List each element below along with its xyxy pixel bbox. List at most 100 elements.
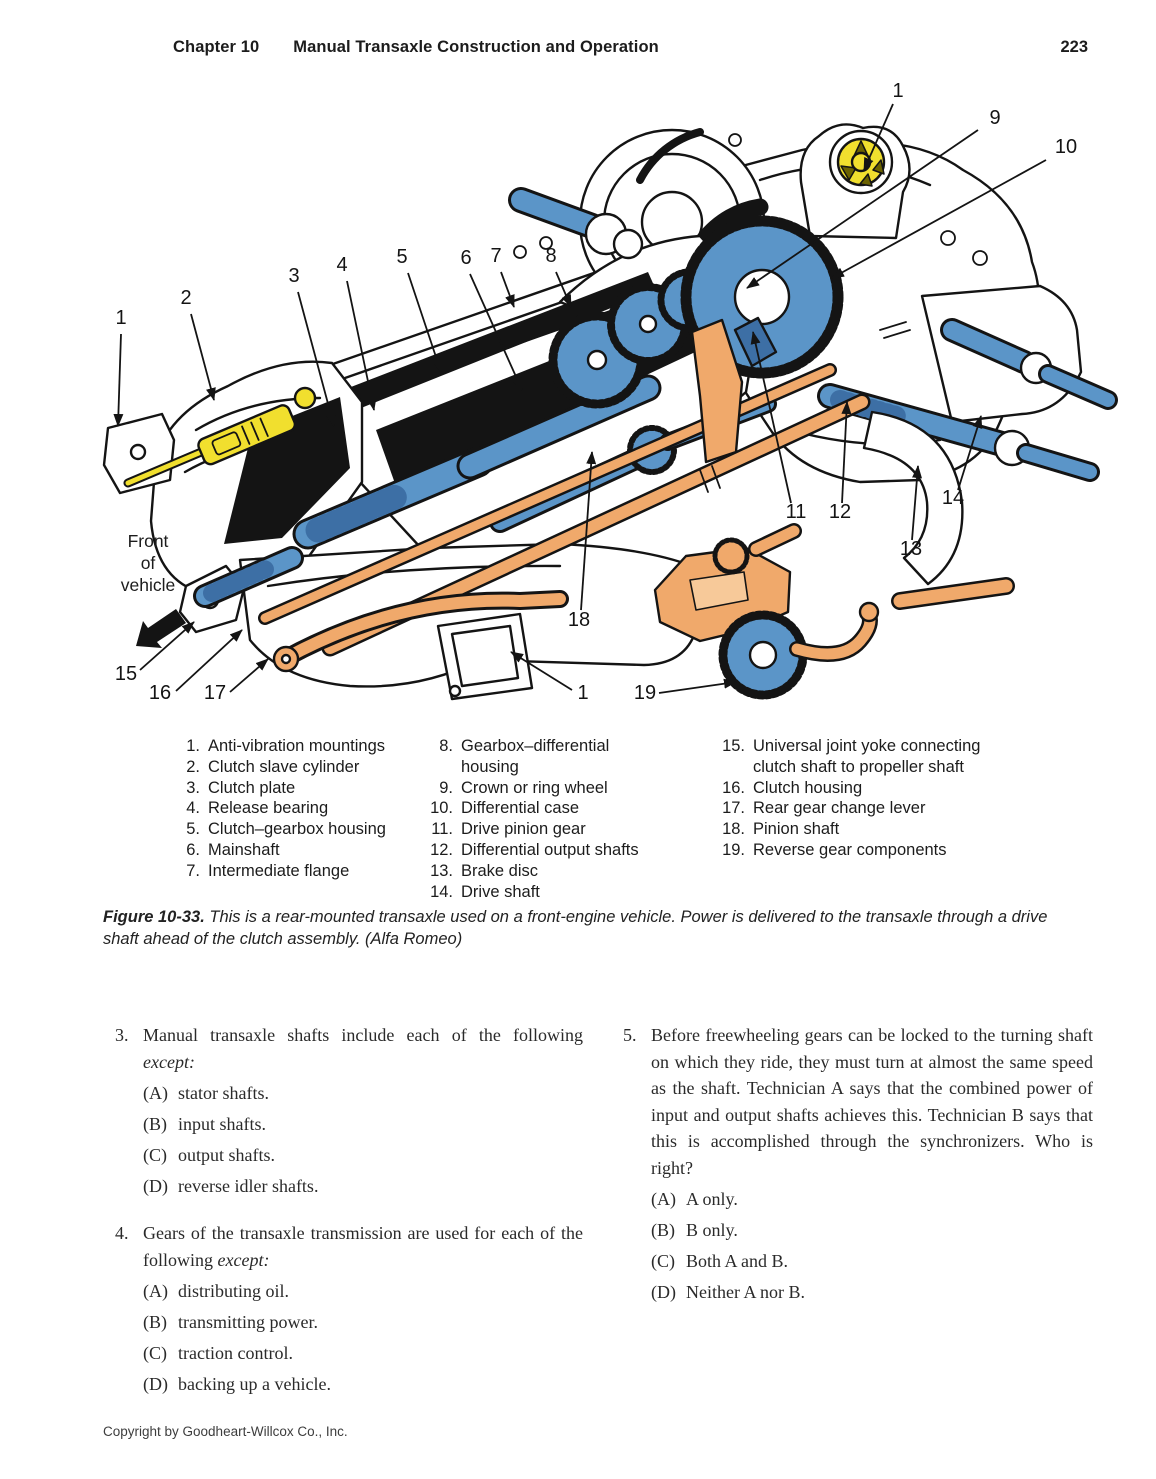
callout-leader bbox=[510, 651, 573, 691]
callout-number: 17 bbox=[204, 682, 226, 704]
part-label: Pinion shaft bbox=[753, 820, 840, 839]
callout-number: 16 bbox=[149, 682, 171, 704]
brake-disc bbox=[862, 410, 964, 586]
clutch-assembly-disc bbox=[578, 128, 766, 316]
rear-gear-change-lever bbox=[272, 577, 1015, 673]
answer-option: (C) output shafts. bbox=[115, 1142, 583, 1169]
answer-option: (A)A only. bbox=[623, 1186, 1093, 1213]
callout-number: 19 bbox=[634, 682, 656, 704]
parts-item: 16.Clutch housing bbox=[688, 778, 988, 799]
part-label: Rear gear change lever bbox=[753, 799, 926, 818]
callout-leader bbox=[297, 291, 336, 427]
option-text: distributing oil. bbox=[178, 1280, 290, 1301]
option-indent bbox=[623, 1217, 651, 1244]
gearbox-top-rail bbox=[328, 234, 732, 403]
option-text: transmitting power. bbox=[178, 1311, 318, 1332]
chapter-title: Manual Transaxle Construction and Operat… bbox=[293, 38, 659, 56]
option-letter: (D) bbox=[143, 1373, 168, 1394]
callout-number: 4 bbox=[336, 254, 347, 276]
part-number: 1. bbox=[186, 737, 200, 755]
answer-option: (D)backing up a vehicle. bbox=[115, 1371, 583, 1398]
option-text: output shafts. bbox=[178, 1144, 275, 1165]
callout-leader bbox=[229, 658, 269, 693]
option-text: stator shafts. bbox=[178, 1082, 269, 1103]
parts-column: 15.Universal joint yoke connecting clutc… bbox=[688, 736, 988, 861]
callout-leader bbox=[911, 465, 923, 541]
callout-number: 5 bbox=[396, 246, 407, 268]
parts-item: 15.Universal joint yoke connecting clutc… bbox=[688, 736, 988, 778]
part-number: 3. bbox=[186, 778, 200, 797]
callout-number: 13 bbox=[900, 538, 922, 560]
question-head: 5. Before freewheeling gears can be locke… bbox=[623, 1022, 1093, 1181]
parts-item: 1. Anti-vibration mountings bbox=[150, 736, 418, 757]
callout-number: 10 bbox=[1055, 136, 1077, 158]
parts-item: 8.Gearbox–differential housing bbox=[398, 736, 666, 778]
part-label: Clutch slave cylinder bbox=[208, 757, 360, 776]
callout-leader bbox=[555, 271, 572, 308]
running-header: Chapter 10 Manual Transaxle Construction … bbox=[173, 38, 659, 57]
mainshaft-gear-cluster bbox=[548, 268, 721, 409]
part-label: Crown or ring wheel bbox=[461, 778, 608, 797]
callout-leader bbox=[957, 415, 983, 491]
option-letter: (D) bbox=[143, 1175, 168, 1196]
option-letter: (C) bbox=[143, 1144, 167, 1165]
gearbox-body bbox=[353, 267, 758, 549]
part-number: 2. bbox=[186, 757, 200, 776]
part-number: 18. bbox=[722, 820, 745, 839]
option-indent bbox=[623, 1248, 651, 1275]
question: 5. Before freewheeling gears can be locke… bbox=[623, 1022, 1093, 1305]
question-number: 5. bbox=[623, 1025, 637, 1045]
part-label: Drive pinion gear bbox=[461, 820, 586, 839]
option-text: A only. bbox=[686, 1188, 738, 1209]
option-letter: (A) bbox=[143, 1280, 168, 1301]
part-number: 17. bbox=[722, 799, 745, 818]
parts-item: 5.Clutch–gearbox housing bbox=[150, 819, 418, 840]
figure-caption: Figure 10-33. This is a rear-mounted tra… bbox=[103, 906, 1078, 950]
option-indent bbox=[115, 1080, 143, 1107]
parts-item: 3.Clutch plate bbox=[150, 778, 418, 799]
callout-number: 3 bbox=[288, 265, 299, 287]
callout-leader bbox=[746, 129, 979, 289]
sump-housing bbox=[238, 542, 700, 688]
front-direction-arrow bbox=[136, 609, 186, 648]
part-number: 15. bbox=[722, 737, 745, 755]
callout-leader bbox=[346, 280, 377, 411]
answer-option: (C)traction control. bbox=[115, 1340, 583, 1367]
parts-item: 19.Reverse gear components bbox=[688, 840, 988, 861]
option-indent bbox=[115, 1340, 143, 1367]
question-text: Before freewheeling gears can be locked … bbox=[651, 1025, 1093, 1178]
option-indent bbox=[115, 1142, 143, 1169]
drive-shaft bbox=[940, 318, 1118, 410]
part-number: 5. bbox=[186, 820, 200, 839]
copyright-footer: Copyright by Goodheart-Willcox Co., Inc. bbox=[103, 1424, 348, 1439]
questions-column-left: 3.Manual transaxle shafts include each o… bbox=[115, 1022, 583, 1418]
part-number: 4. bbox=[186, 799, 200, 818]
output-shaft-housing bbox=[920, 284, 1083, 424]
callout-number: 9 bbox=[989, 107, 1000, 129]
part-number: 16. bbox=[722, 778, 745, 797]
option-text: traction control. bbox=[178, 1342, 293, 1363]
callout-leader bbox=[190, 313, 216, 401]
callout-leader bbox=[831, 159, 1047, 279]
option-letter: (B) bbox=[143, 1113, 167, 1134]
part-label: Differential case bbox=[461, 799, 580, 818]
questions-column-right: 5. Before freewheeling gears can be locke… bbox=[623, 1022, 1093, 1326]
part-label: Drive shaft bbox=[461, 882, 540, 901]
option-indent bbox=[623, 1186, 651, 1213]
part-label: Gearbox–differential housing bbox=[461, 737, 610, 776]
answer-option: (D)reverse idler shafts. bbox=[115, 1173, 583, 1200]
parts-item: 18. Pinion shaft bbox=[688, 819, 988, 840]
option-indent bbox=[115, 1309, 143, 1336]
anti-vibration-mounting-left bbox=[102, 412, 176, 495]
callout-number: 18 bbox=[568, 609, 590, 631]
option-indent bbox=[115, 1111, 143, 1138]
chapter-label: Chapter 10 bbox=[173, 38, 260, 56]
answer-option: (B)B only. bbox=[623, 1217, 1093, 1244]
option-text: input shafts. bbox=[178, 1113, 266, 1134]
question: 3.Manual transaxle shafts include each o… bbox=[115, 1022, 583, 1199]
part-label: Anti-vibration mountings bbox=[208, 737, 386, 755]
part-number: 19. bbox=[722, 840, 745, 859]
parts-item: 12.Differential output shafts bbox=[398, 840, 666, 861]
